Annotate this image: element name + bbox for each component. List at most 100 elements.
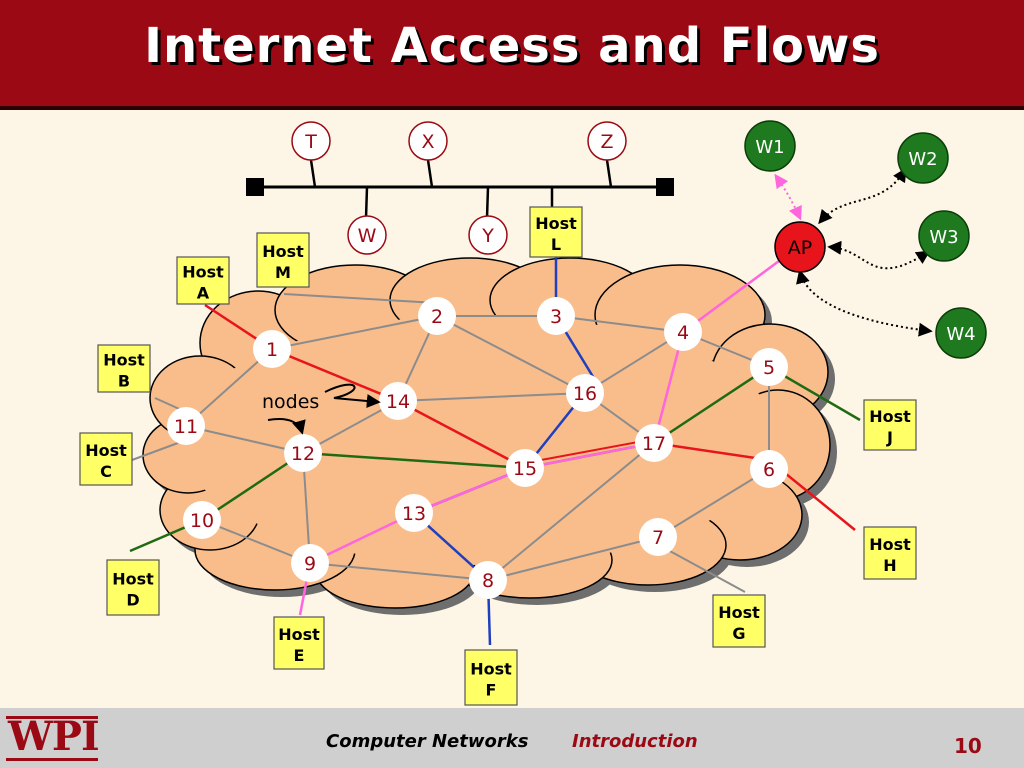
host-label-line1: Host [112, 570, 154, 589]
ap-circle [774, 221, 826, 273]
footer [0, 708, 1024, 768]
node-label: 15 [513, 458, 537, 480]
node-circle [750, 450, 788, 488]
ethernet-bus [246, 159, 674, 219]
node-circle [418, 297, 456, 335]
host-label-line1: Host [535, 214, 577, 233]
node-8: 8 [469, 561, 507, 599]
node-label: 11 [174, 416, 198, 438]
wireless-station-label: W2 [908, 149, 937, 170]
node-label: 8 [482, 570, 494, 592]
host-label-line1: Host [262, 242, 304, 261]
station-X: X [408, 121, 448, 161]
host-label-line1: Host [85, 441, 127, 460]
node-circle [639, 518, 677, 556]
wireless-station-W3: W3 [918, 210, 970, 262]
node-7: 7 [639, 518, 677, 556]
node-2: 2 [418, 297, 456, 335]
host-box [106, 559, 160, 616]
host-label-line1: Host [869, 535, 911, 554]
node-circle [253, 330, 291, 368]
node-label: 1 [266, 339, 278, 361]
node-17: 17 [635, 424, 673, 462]
ap-label: AP [788, 237, 812, 259]
footer-chapter: Introduction [572, 731, 698, 752]
host-label-line2: C [100, 462, 112, 481]
station-W: W [347, 215, 387, 255]
slide-title: Internet Access and Flows [144, 18, 880, 74]
node-9: 9 [291, 544, 329, 582]
wireless-station-circle [897, 132, 949, 184]
wireless-station-circle [935, 307, 987, 359]
access-point: AP [774, 221, 826, 273]
host-label-line2: B [118, 372, 130, 391]
station-label: X [421, 131, 434, 153]
host-box [97, 344, 151, 393]
host-label-line1: Host [103, 351, 145, 370]
wireless-links [774, 167, 933, 337]
flow-red-overlay [524, 438, 655, 464]
host-label-line1: Host [182, 263, 224, 282]
station-label: Z [600, 131, 613, 153]
node-circle [183, 501, 221, 539]
wireless-station-W2: W2 [897, 132, 949, 184]
nodes-arrow-to-12 [267, 418, 306, 435]
node-14: 14 [379, 382, 417, 420]
wireless-station-circle [744, 120, 796, 172]
station-circle [587, 121, 627, 161]
node-label: 10 [190, 510, 214, 532]
node-11: 11 [167, 407, 205, 445]
node-10: 10 [183, 501, 221, 539]
node-6: 6 [750, 450, 788, 488]
host-label-line2: D [126, 591, 139, 610]
host-box [176, 256, 230, 305]
host-box [464, 649, 518, 706]
node-1: 1 [253, 330, 291, 368]
station-label: W [358, 225, 377, 247]
station-circle [468, 215, 508, 255]
station-circle [408, 121, 448, 161]
node-label: 12 [291, 443, 315, 465]
node-3: 3 [537, 297, 575, 335]
host-label-line1: Host [470, 660, 512, 679]
node-12: 12 [284, 434, 322, 472]
wireless-station-W1: W1 [744, 120, 796, 172]
station-T: T [291, 121, 331, 161]
nodes-annotation: nodes [262, 391, 319, 413]
station-circle [347, 215, 387, 255]
wpi-logo-rule [6, 716, 98, 719]
wireless-station-label: W1 [755, 137, 784, 158]
host-label-line1: Host [718, 603, 760, 622]
node-label: 4 [677, 322, 689, 344]
node-13: 13 [395, 494, 433, 532]
host-label-line2: J [886, 428, 893, 447]
station-label: T [304, 131, 317, 153]
host-label-line2: E [294, 646, 305, 665]
host-label-line2: L [551, 235, 561, 254]
node-label: 5 [763, 357, 775, 379]
station-circle [291, 121, 331, 161]
node-15: 15 [506, 449, 544, 487]
host-box [863, 399, 917, 451]
host-box [256, 232, 310, 288]
node-16: 16 [566, 374, 604, 412]
host-box [273, 616, 325, 670]
wpi-logo-rule [6, 758, 98, 761]
node-circle [635, 424, 673, 462]
node-label: 13 [402, 503, 426, 525]
host-box [712, 594, 766, 648]
node-circle [506, 449, 544, 487]
node-circle [537, 297, 575, 335]
nodes-arrow-to-14 [324, 383, 381, 408]
node-circle [750, 348, 788, 386]
node-circle [566, 374, 604, 412]
hosts: HostAHostBHostCHostDHostEHostFHostGHostH… [79, 206, 917, 706]
